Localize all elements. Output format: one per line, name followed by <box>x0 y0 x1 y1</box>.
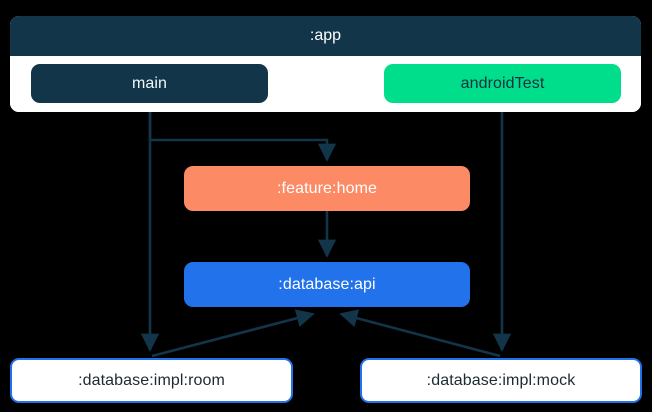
node-android-test[interactable]: androidTest <box>384 64 621 103</box>
edge-impl-mock-to-database-api <box>339 309 501 358</box>
node-database-impl-room[interactable]: :database:impl:room <box>10 358 293 403</box>
node-feature-home[interactable]: :feature:home <box>184 166 470 211</box>
node-database-api[interactable]: :database:api <box>184 262 470 307</box>
edge-impl-room-to-database-api <box>151 309 315 358</box>
node-main[interactable]: main <box>31 64 268 103</box>
node-database-impl-mock[interactable]: :database:impl:mock <box>360 358 642 403</box>
subgraph-app-title: :app <box>10 16 641 56</box>
